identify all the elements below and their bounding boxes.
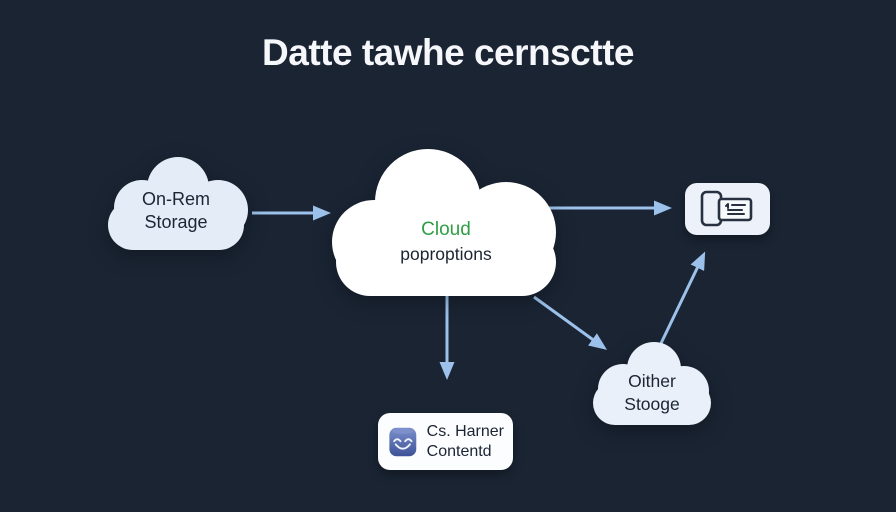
content-label-line2: Contentd: [426, 442, 492, 460]
phone-card-icon: [700, 190, 752, 227]
onprem-label-line1: On-Rem: [141, 189, 210, 209]
diagram-title: Datte tawhe cernsctte: [262, 32, 634, 73]
database-smiley-icon: [389, 427, 417, 456]
cloud-label-line2: poproptions: [400, 244, 492, 264]
onprem-label-line2: Storage: [144, 212, 208, 232]
node-device-box: [685, 183, 770, 235]
cloud-icon: [332, 149, 556, 296]
arrow-cloud-to-other: [533, 295, 608, 350]
cloud-label-line1: Cloud: [421, 219, 471, 240]
node-cloud: Cloud poproptions: [330, 148, 562, 296]
content-label-line1: Cs. Harner: [426, 422, 504, 440]
node-onprem-storage: On-Rem Storage: [100, 156, 252, 250]
other-label-line2: Stooge: [624, 394, 680, 414]
other-label-line1: Oither: [628, 371, 676, 391]
node-other-storage: Oither Stooge: [587, 341, 717, 425]
cloud-icon: [593, 342, 711, 425]
node-content-box: Cs. Harner Contentd: [378, 413, 513, 470]
cloud-icon: [108, 157, 248, 250]
